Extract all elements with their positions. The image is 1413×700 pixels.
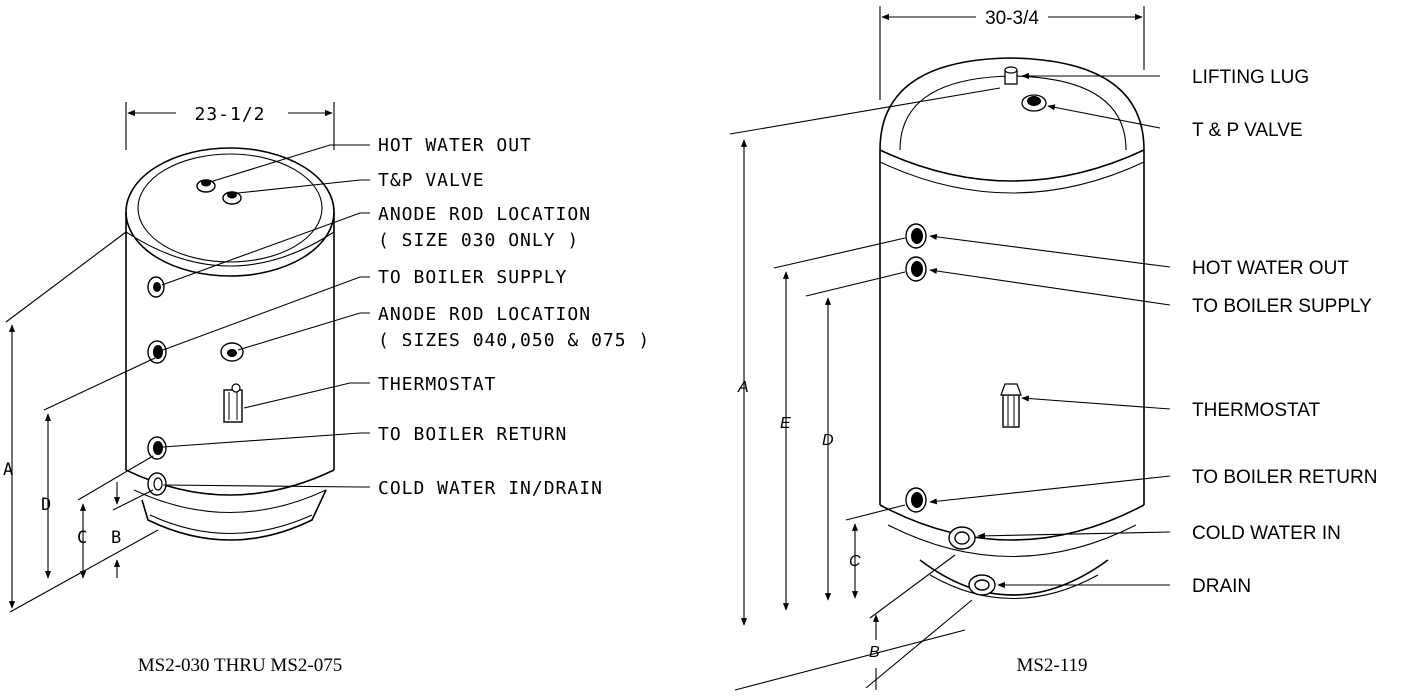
right-drain-fitting [968, 574, 996, 596]
right-leaders [929, 72, 1171, 589]
leader-cold-water [162, 484, 370, 488]
right-hot-water-fitting [905, 223, 927, 249]
right-boiler-supply-fitting [905, 256, 927, 282]
right-tank-bottom-dome [919, 559, 1109, 596]
left-label-boiler-supply: TO BOILER SUPPLY [378, 267, 567, 288]
left-label-anode-1-line1: ANODE ROD LOCATION [378, 204, 591, 225]
right-tank [879, 57, 1145, 600]
left-hot-water-fitting [196, 179, 216, 193]
leader-r-hot-water-out [929, 233, 1171, 268]
left-tank-base [141, 489, 327, 541]
left-dim-d: D [41, 495, 51, 515]
right-cold-water-fitting [948, 526, 976, 550]
left-tank [125, 147, 335, 541]
right-tank-dome-inner [899, 75, 1127, 151]
right-boiler-return-fitting [905, 487, 927, 513]
right-tank-dome-seam [879, 149, 1145, 182]
left-tank-base-1 [133, 489, 327, 513]
left-tp-valve-fitting [222, 191, 242, 205]
right-tank-bottom-2 [887, 524, 1137, 557]
left-cold-water-fitting [147, 472, 167, 496]
left-boiler-return-fitting [147, 436, 167, 460]
left-width-dimension: 23-1/2 [125, 102, 335, 150]
left-leaders [161, 144, 370, 488]
left-label-anode-2-line2: ( SIZES 040,050 & 075 ) [378, 330, 650, 351]
right-width-label: 30-3/4 [985, 8, 1039, 29]
right-dim-d: D [822, 432, 834, 449]
right-tank-bottom-seam [879, 504, 1145, 541]
left-dim-c: C [77, 528, 87, 548]
leader-tp-valve [237, 179, 370, 194]
left-label-boiler-return: TO BOILER RETURN [378, 424, 567, 445]
right-width-dimension: 30-3/4 [879, 6, 1145, 100]
right-dim-c: C [849, 553, 861, 570]
left-label-cold-water-in-drain: COLD WATER IN/DRAIN [378, 478, 603, 499]
leader-r-thermostat [1021, 395, 1171, 410]
left-anode-rod-fitting-1 [147, 276, 165, 298]
right-label-drain: DRAIN [1192, 576, 1251, 597]
left-label-anode-1-line2: ( SIZE 030 ONLY ) [378, 230, 579, 251]
leader-anode-1 [161, 212, 370, 286]
right-height-dimensions: A E D C B [729, 87, 1001, 691]
right-label-cold-water-in: COLD WATER IN [1192, 523, 1341, 544]
right-label-tp-valve: T & P VALVE [1192, 120, 1303, 141]
left-caption: MS2-030 THRU MS2-075 [138, 655, 342, 676]
leader-r-boiler-return [929, 475, 1171, 505]
left-label-thermostat: THERMOSTAT [378, 374, 496, 395]
left-thermostat-fitting [223, 383, 243, 423]
left-label-hot-water-out: HOT WATER OUT [378, 135, 532, 156]
right-tp-valve-fitting [1021, 94, 1047, 112]
right-tank-dome [879, 57, 1145, 151]
leader-r-tp-valve [1047, 104, 1161, 129]
left-height-dimensions: A D C B [3, 231, 159, 613]
right-dim-b: B [869, 644, 880, 661]
right-label-boiler-supply: TO BOILER SUPPLY [1192, 296, 1372, 317]
right-lifting-lug [1004, 66, 1018, 85]
left-tank-base-2 [149, 514, 313, 535]
leader-r-cold-water [977, 531, 1171, 539]
left-tank-top-rim [125, 147, 335, 277]
right-tank-dome-seam-2 [879, 161, 1145, 194]
leader-anode-2 [237, 312, 370, 351]
leader-r-boiler-supply [929, 267, 1171, 306]
right-label-hot-water-out: HOT WATER OUT [1192, 258, 1349, 279]
left-label-tp-valve: T&P VALVE [378, 170, 485, 191]
right-label-lifting-lug: LIFTING LUG [1192, 67, 1309, 88]
left-anode-rod-fitting-2 [220, 342, 244, 362]
left-boiler-supply-fitting [147, 340, 167, 364]
leader-thermostat [243, 382, 370, 409]
left-tank-collar [125, 231, 335, 267]
right-caption: MS2-119 [1016, 655, 1087, 676]
left-width-label: 23-1/2 [194, 104, 265, 125]
leader-hot-water-out [209, 144, 370, 183]
right-label-boiler-return: TO BOILER RETURN [1192, 467, 1377, 488]
left-label-anode-2-line1: ANODE ROD LOCATION [378, 304, 591, 325]
leader-boiler-supply [162, 276, 370, 351]
right-thermostat-fitting [1000, 383, 1022, 428]
left-tank-top-inner [137, 153, 323, 263]
right-label-thermostat: THERMOSTAT [1192, 400, 1320, 421]
right-dim-a: A [737, 379, 749, 396]
right-dim-e: E [780, 415, 791, 432]
leader-boiler-return [162, 432, 370, 448]
left-dim-a: A [3, 460, 13, 480]
left-dim-b: B [111, 528, 121, 548]
